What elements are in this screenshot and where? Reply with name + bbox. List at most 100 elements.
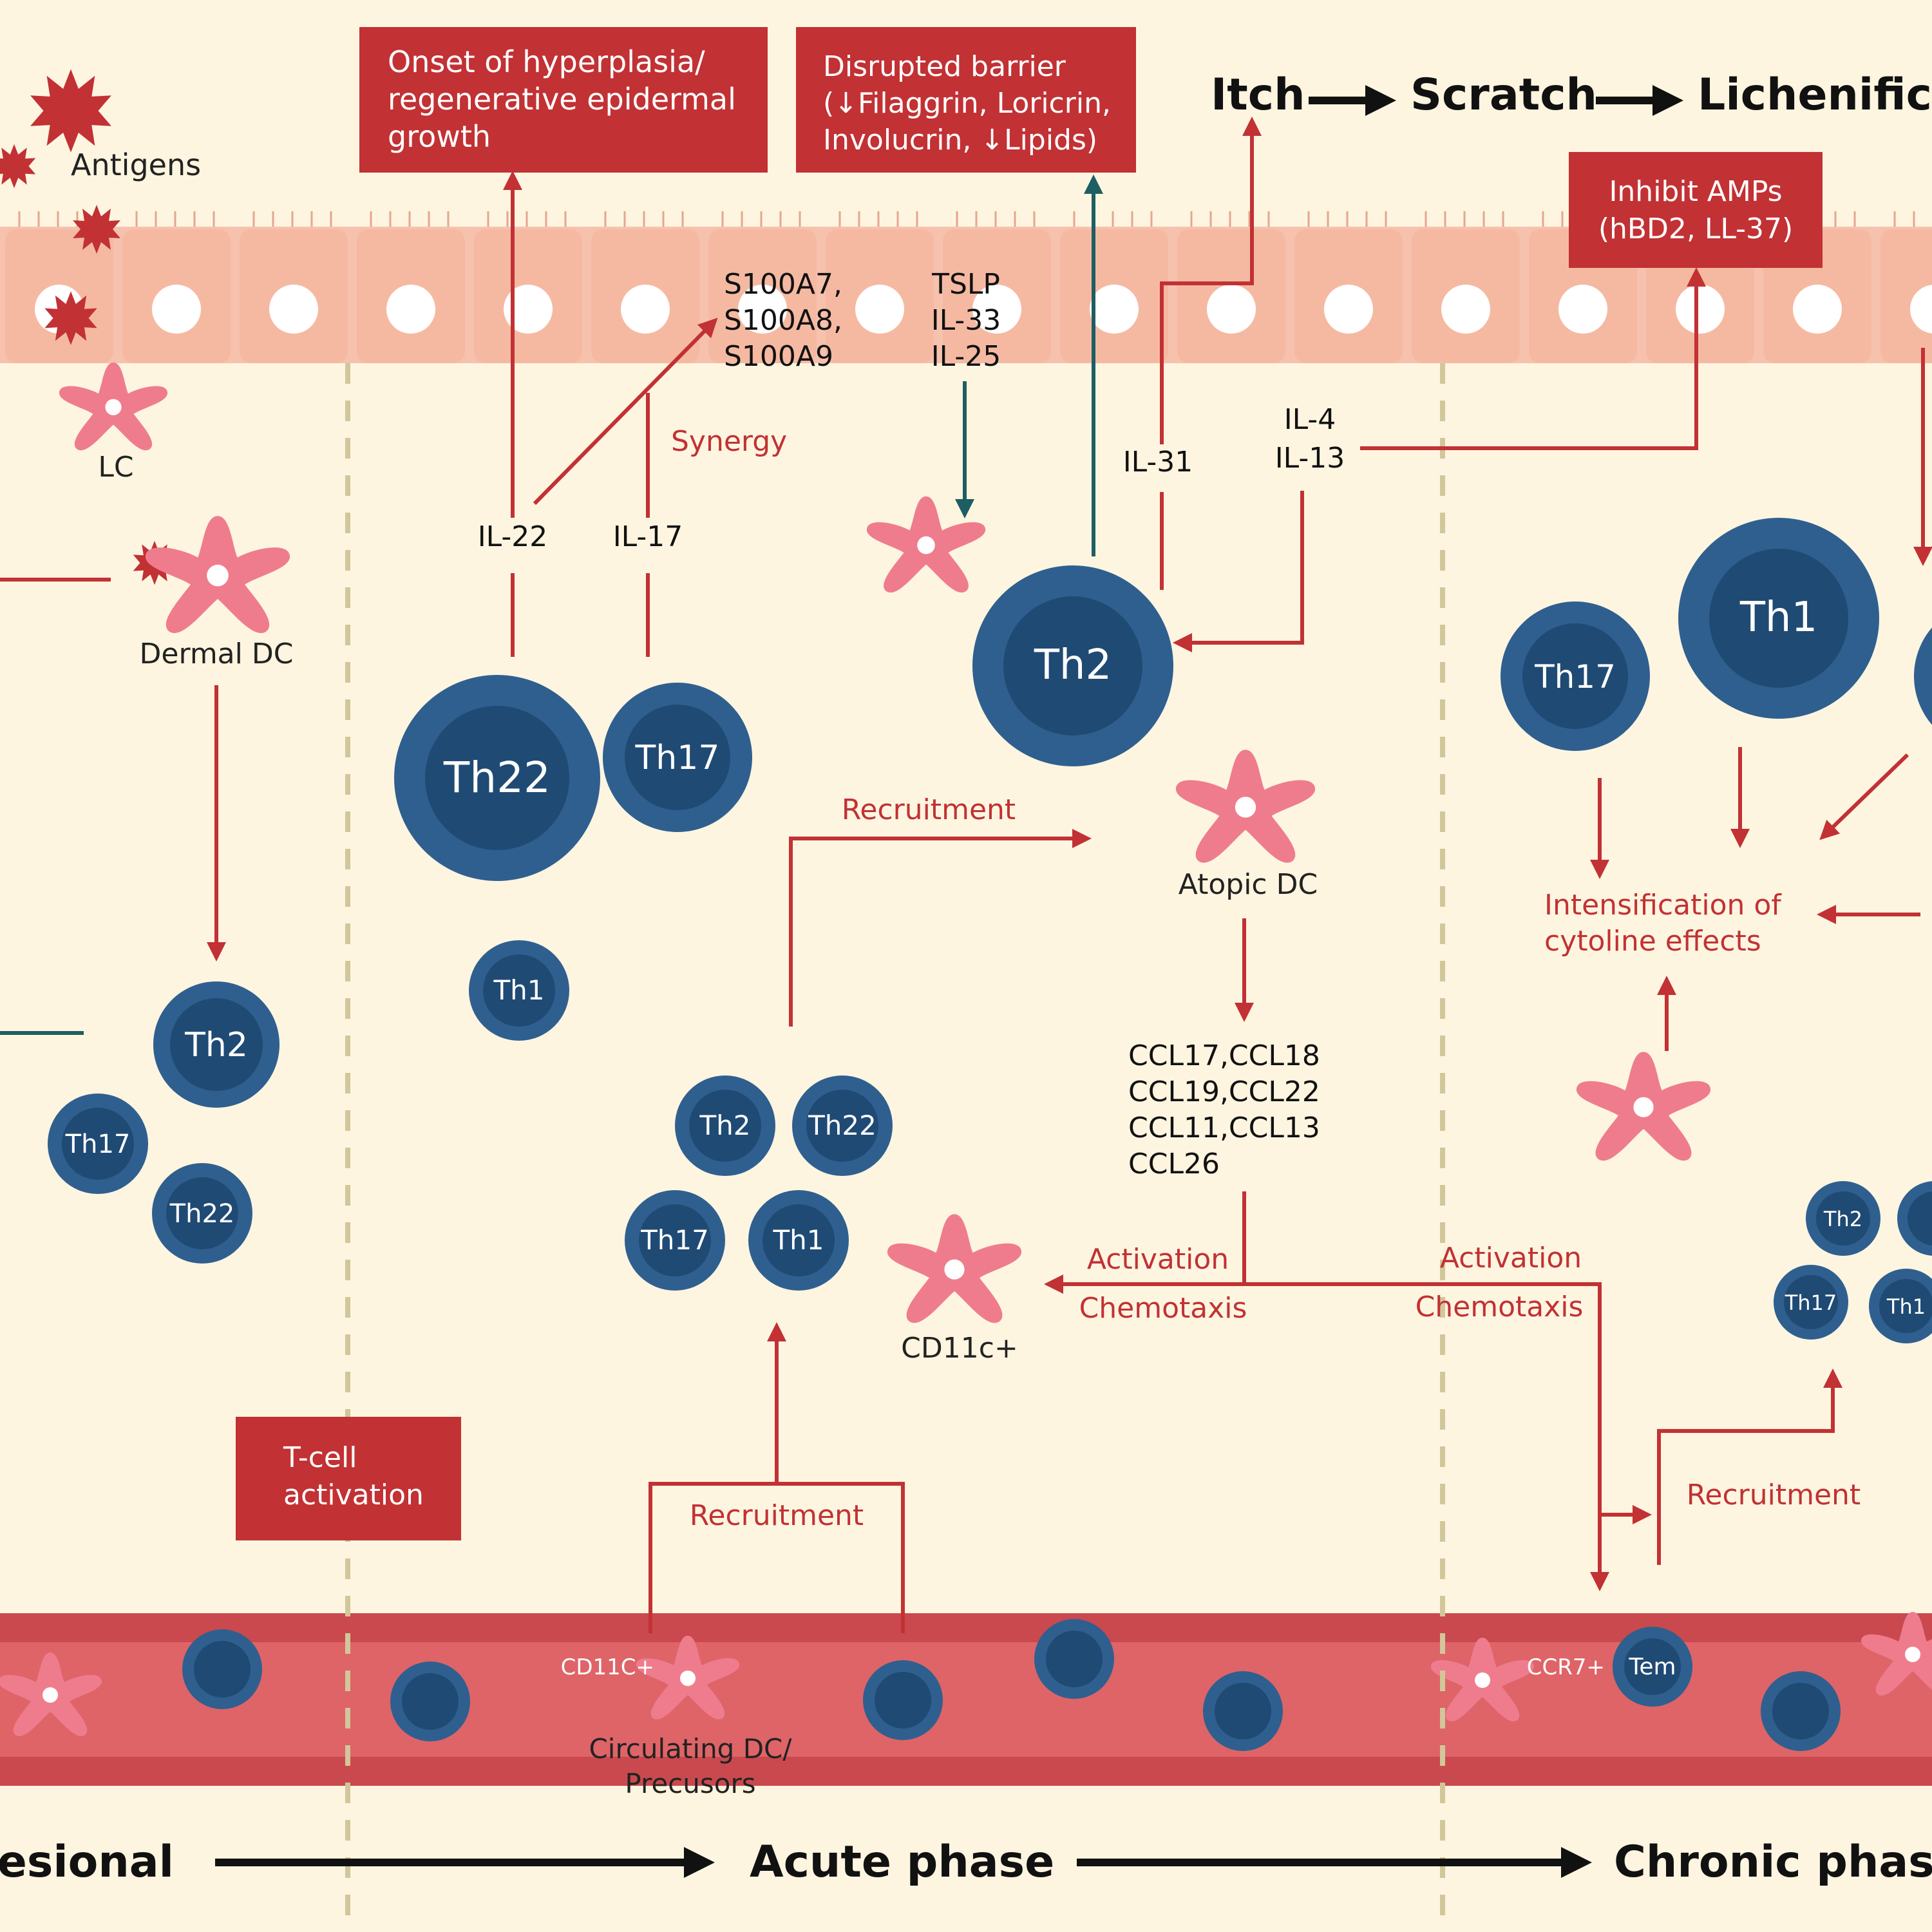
dc-near-th2 <box>866 496 986 593</box>
langerhans-cell: LC <box>59 362 168 484</box>
ccl-line: CCL19,CCL22 <box>1128 1075 1320 1108</box>
keratinocyte-nucleus <box>269 285 318 334</box>
keratinocyte-nucleus <box>972 285 1021 334</box>
cell-cluster-acute: Th2 Th22 Th17 Th1 <box>625 1075 893 1291</box>
antigens-label: Antigens <box>71 147 201 182</box>
tem-label: Tem <box>1628 1654 1676 1680</box>
cell-th17-chronic: Th17 <box>1501 601 1650 751</box>
blood-vessel: Tem CCR7+ CD11C+ Circulating DC/ Precuso… <box>0 1612 1932 1799</box>
activation-label-1: Activation <box>1087 1243 1229 1276</box>
cell-th22-left: Th22 <box>152 1163 252 1264</box>
cd11c-dc: CD11c+ <box>887 1214 1022 1365</box>
activation-label-2: Activation <box>1440 1242 1582 1274</box>
keratinocyte-row <box>5 211 1932 363</box>
s100-line: S100A9 <box>724 340 833 373</box>
cell-th2-left: Th2 <box>153 981 279 1108</box>
s100-label: S100A7, S100A8, S100A9 <box>724 268 842 373</box>
cell-label: Th17 <box>1785 1291 1837 1315</box>
inhibit-amps-box: Inhibit AMPs (hBD2, LL-37) <box>1569 152 1823 268</box>
tcell-line-2: activation <box>283 1479 424 1511</box>
cell-label: Th2 <box>184 1026 248 1065</box>
ccl-line: CCL17,CCL18 <box>1128 1039 1320 1072</box>
keratinocyte-nucleus <box>1793 285 1842 334</box>
hyperplasia-line-2: regenerative epidermal <box>388 82 736 117</box>
il13-label: IL-13 <box>1275 442 1345 475</box>
keratinocyte-nucleus <box>1676 285 1725 334</box>
antigen-group: Antigens <box>0 69 201 345</box>
hyperplasia-line-1: Onset of hyperplasia/ <box>388 44 705 79</box>
phase-dividers <box>345 363 1445 1932</box>
s100-line: S100A7, <box>724 268 842 301</box>
cell-th22-acute: Th22 <box>394 675 600 881</box>
keratinocyte-nucleus <box>855 285 904 334</box>
cell-label: Th1 <box>773 1224 824 1256</box>
keratinocyte-nucleus <box>1910 285 1932 334</box>
barrier-line-1: Disrupted barrier <box>823 50 1066 83</box>
cell-th2-acute: Th2 <box>972 565 1173 766</box>
keratinocyte-nucleus <box>621 285 670 334</box>
atopic-dc-label: Atopic DC <box>1179 868 1318 901</box>
ccl-line: CCL11,CCL13 <box>1128 1112 1320 1144</box>
atopic-dc: Atopic DC <box>1175 750 1318 901</box>
cell-th17-left: Th17 <box>48 1094 148 1194</box>
cell-label: Th17 <box>1534 658 1616 696</box>
cell-cluster-chronic: Th2 Th17 Th1 <box>1774 1181 1932 1343</box>
keratinocyte-nucleus <box>738 285 787 334</box>
il22-label: IL-22 <box>478 520 548 553</box>
keratinocyte-nucleus <box>152 285 201 334</box>
hyperplasia-line-3: growth <box>388 119 491 154</box>
arrows-teal <box>0 175 1103 1035</box>
il17-label: IL-17 <box>613 520 683 553</box>
cell-label: Th17 <box>65 1130 131 1159</box>
cell-label: Th22 <box>443 753 551 802</box>
phase-chronic: Chronic phase <box>1614 1837 1932 1888</box>
tslp-line: IL-25 <box>931 340 1001 373</box>
cell-label: Th2 <box>699 1110 751 1141</box>
intensification-line-2: cytoline effects <box>1544 925 1761 958</box>
keratinocyte-nucleus <box>1207 285 1256 334</box>
chemotaxis-label-1: Chemotaxis <box>1079 1292 1247 1325</box>
il31-label: IL-31 <box>1123 446 1193 478</box>
cell-label: Th1 <box>493 974 545 1006</box>
dc-chronic <box>1576 1052 1711 1161</box>
cell-th1-chronic: Th1 <box>1678 518 1879 719</box>
cell-label: Th2 <box>1823 1207 1862 1231</box>
keratinocyte-nucleus <box>1324 285 1373 334</box>
amps-line-1: Inhibit AMPs <box>1609 175 1782 208</box>
keratinocyte-nucleus <box>1441 285 1490 334</box>
keratinocyte-nucleus <box>386 285 435 334</box>
recruitment-label-2: Recruitment <box>690 1499 864 1532</box>
cell-partial-chronic <box>1914 627 1932 725</box>
dermal-dc-label: Dermal DC <box>140 638 294 670</box>
itch-chain: Itch Scratch Lichenification <box>1211 70 1932 120</box>
cell-label: Th22 <box>169 1199 235 1229</box>
tslp-label: TSLP IL-33 IL-25 <box>931 268 1001 373</box>
barrier-line-2: (↓Filaggrin, Loricrin, <box>823 87 1111 120</box>
barrier-box: Disrupted barrier (↓Filaggrin, Loricrin,… <box>796 27 1136 173</box>
lichenification-label: Lichenification <box>1698 70 1932 120</box>
recruitment-label-1: Recruitment <box>842 793 1016 826</box>
amps-line-2: (hBD2, LL-37) <box>1598 213 1793 245</box>
ccl-line: CCL26 <box>1128 1148 1220 1180</box>
synergy-label: Synergy <box>671 425 787 458</box>
cd11c-vessel-label: CD11C+ <box>561 1654 654 1680</box>
tcell-line-1: T-cell <box>283 1441 357 1474</box>
lc-label: LC <box>98 451 133 484</box>
cell-th1-acute: Th1 <box>469 940 569 1041</box>
barrier-line-3: Involucrin, ↓Lipids) <box>823 124 1097 156</box>
s100-line: S100A8, <box>724 304 842 337</box>
ccl-label: CCL17,CCL18 CCL19,CCL22 CCL11,CCL13 CCL2… <box>1128 1039 1320 1180</box>
arrows-red <box>0 117 1932 1633</box>
chemotaxis-label-2: Chemotaxis <box>1416 1291 1584 1323</box>
keratinocyte-nucleus <box>504 285 553 334</box>
cell-label: Th1 <box>1886 1294 1926 1319</box>
cell-label: Th22 <box>808 1110 876 1141</box>
scratch-label: Scratch <box>1410 70 1597 120</box>
cell-label: Th2 <box>1034 641 1112 689</box>
intensification-line-1: Intensification of <box>1544 889 1782 922</box>
tslp-line: IL-33 <box>931 304 1001 337</box>
recruitment-label-3: Recruitment <box>1687 1479 1861 1511</box>
keratinocyte <box>1880 229 1932 363</box>
tslp-line: TSLP <box>931 268 1000 301</box>
